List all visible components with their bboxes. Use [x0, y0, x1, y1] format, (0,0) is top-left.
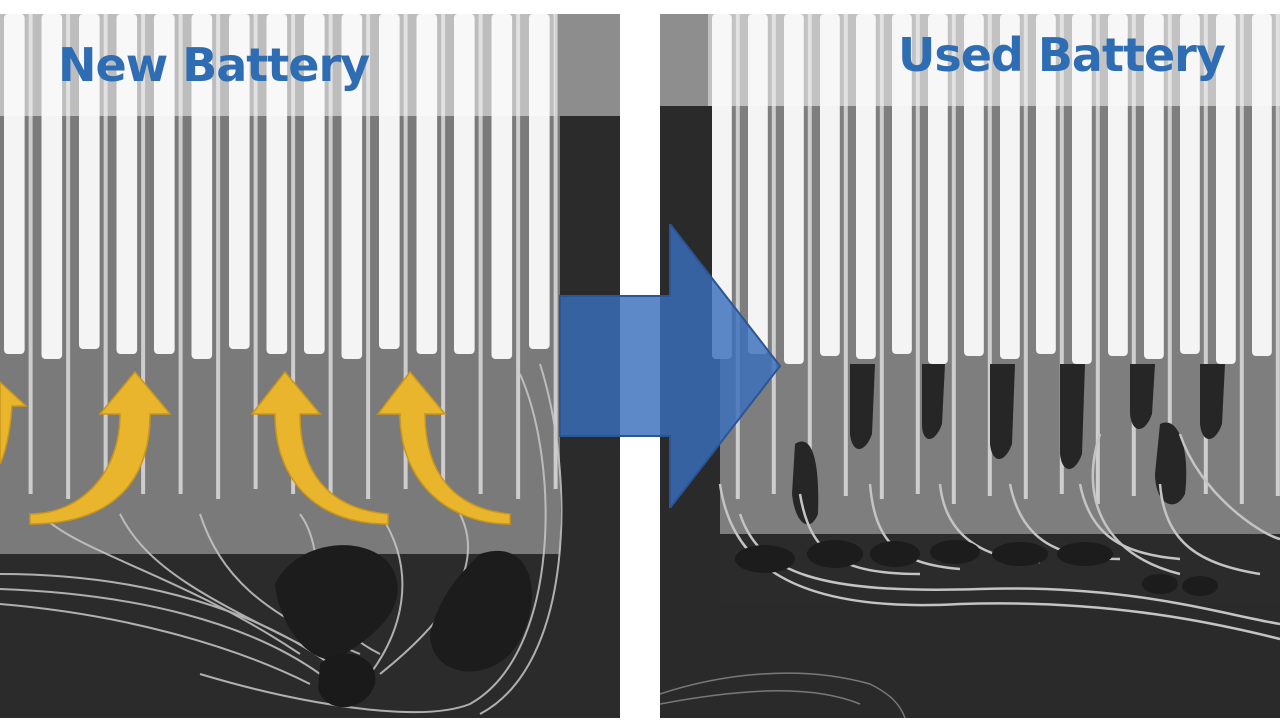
electrode-plate	[304, 14, 325, 354]
electrode-plate	[341, 14, 363, 359]
electrode-separator	[478, 14, 483, 494]
used-battery-title: Used Battery	[898, 28, 1226, 82]
electrode-plate	[529, 14, 550, 349]
electrode-plate	[4, 14, 25, 354]
electrode-separator	[366, 14, 371, 499]
electrode-separator	[735, 14, 740, 499]
electrode-plate	[748, 14, 768, 354]
electrode-plate	[491, 14, 513, 359]
electrode-separator	[103, 14, 108, 489]
electrode-separator	[28, 14, 33, 494]
curved-up-arrow-icon	[0, 370, 511, 525]
electrode-separator	[553, 14, 558, 489]
electrode-plate	[1072, 14, 1092, 364]
electrode-separator	[441, 14, 446, 494]
electrode-separator	[915, 14, 920, 494]
electrode-separator	[1131, 14, 1136, 496]
electrode-separator	[951, 14, 956, 504]
electrode-separator	[291, 14, 296, 494]
new-battery-title: New Battery	[58, 38, 370, 92]
electrode-separator	[1203, 14, 1208, 494]
electrode-plate	[266, 14, 288, 354]
electrode-plate	[191, 14, 213, 359]
electrode-plate	[820, 14, 840, 356]
electrode-plate	[79, 14, 100, 349]
electrode-plate	[1036, 14, 1056, 354]
electrode-separator	[328, 14, 333, 494]
electrode-separator	[403, 14, 408, 489]
electrode-plate	[784, 14, 804, 364]
electrode-separator	[879, 14, 884, 499]
used-battery-xray-image	[660, 14, 1280, 718]
electrode-separator	[66, 14, 71, 499]
electrode-plate	[41, 14, 63, 359]
electrode-plate	[1000, 14, 1020, 359]
electrode-plate	[116, 14, 138, 354]
electrode-separator	[1023, 14, 1028, 499]
electrode-plate	[1144, 14, 1164, 359]
electrode-separator	[516, 14, 521, 499]
electrode-plate	[454, 14, 475, 354]
electrode-separator	[178, 14, 183, 494]
electrode-separator	[771, 14, 776, 494]
electrode-separator	[1275, 14, 1280, 496]
electrode-separator	[843, 14, 848, 496]
electrode-plate	[928, 14, 948, 364]
electrode-plate	[712, 14, 732, 359]
electrode-plate	[1216, 14, 1236, 364]
electrode-plate	[229, 14, 250, 349]
electrode-separator	[1095, 14, 1100, 504]
electrode-plate	[1252, 14, 1272, 356]
used-battery-panel: Used Battery	[660, 14, 1280, 718]
electrode-separator	[141, 14, 146, 494]
electrode-plate	[154, 14, 175, 354]
electrode-plate	[964, 14, 984, 356]
electrode-separator	[1167, 14, 1172, 499]
electrode-plate	[416, 14, 438, 354]
electrode-separator	[807, 14, 812, 504]
right-arrow-icon	[559, 224, 782, 508]
electrode-plate	[892, 14, 912, 354]
electrode-separator	[216, 14, 221, 499]
electrode-separator	[253, 14, 258, 489]
electrode-plate	[1180, 14, 1200, 354]
electrode-separator	[1239, 14, 1244, 504]
electrode-separator	[1059, 14, 1064, 494]
electrode-plate	[1108, 14, 1128, 356]
electrode-plate	[379, 14, 400, 349]
electrode-plate	[856, 14, 876, 359]
new-battery-panel: New Battery	[0, 14, 620, 718]
electrode-separator	[987, 14, 992, 496]
new-battery-xray-image	[0, 14, 620, 718]
